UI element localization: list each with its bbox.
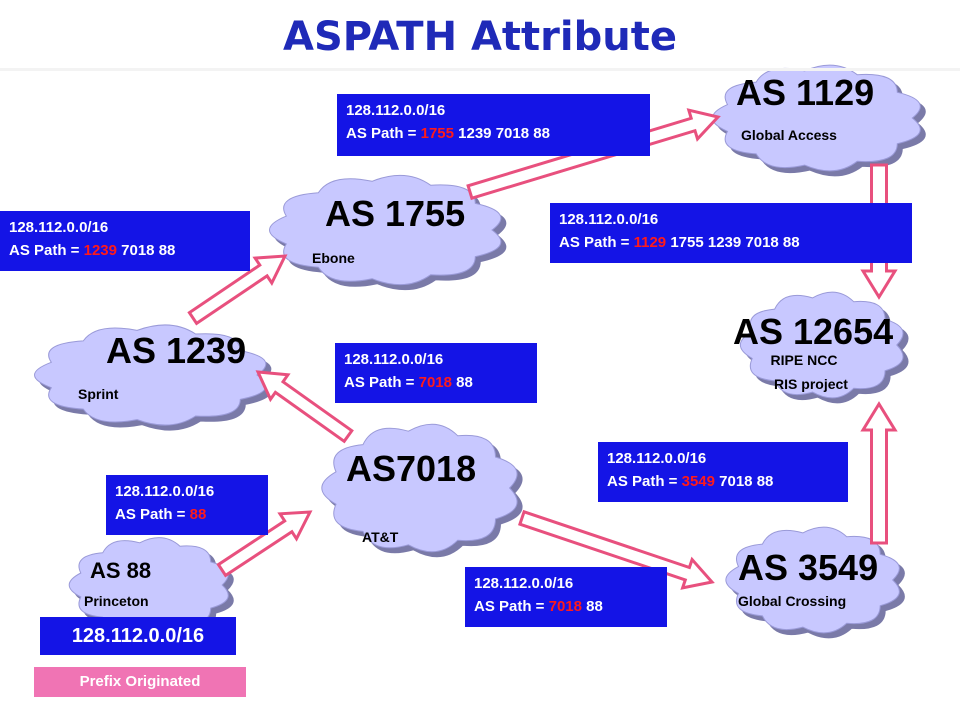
arrow-1239-to-1755 bbox=[187, 254, 288, 326]
as12654-org-line1: RIPE NCC bbox=[770, 352, 838, 368]
as12654-name: AS 12654 bbox=[733, 311, 894, 352]
announcement-3549-to-12654: 128.112.0.0/16 AS Path = 3549 7018 88 bbox=[598, 442, 848, 502]
cloud-as12654 bbox=[739, 291, 904, 399]
as1129-org: Global Access bbox=[741, 127, 837, 143]
announcement-path: AS Path = 1755 1239 7018 88 bbox=[346, 122, 641, 145]
path-new-as: 1755 bbox=[420, 125, 454, 142]
cloud-as3549 bbox=[725, 526, 900, 634]
as88-name: AS 88 bbox=[90, 558, 152, 583]
path-rest: 7018 88 bbox=[116, 242, 176, 259]
title-divider bbox=[0, 68, 960, 71]
announcement-path: AS Path = 3549 7018 88 bbox=[607, 470, 839, 493]
as88-org: Princeton bbox=[84, 593, 149, 609]
announcement-7018-to-1239: 128.112.0.0/16 AS Path = 7018 88 bbox=[335, 343, 537, 403]
announcement-88-to-7018: 128.112.0.0/16 AS Path = 88 bbox=[106, 475, 268, 535]
announcement-path: AS Path = 7018 88 bbox=[474, 595, 658, 618]
arrow-7018-to-1239 bbox=[255, 370, 354, 444]
announcement-prefix: 128.112.0.0/16 bbox=[115, 483, 215, 500]
as7018-org: AT&T bbox=[362, 529, 399, 545]
as1239-org: Sprint bbox=[78, 386, 119, 402]
announcement-prefix: 128.112.0.0/16 bbox=[9, 219, 109, 236]
path-rest: 88 bbox=[581, 598, 603, 615]
arrow-88-to-7018 bbox=[216, 510, 313, 578]
path-rest: 1755 1239 7018 88 bbox=[666, 234, 800, 251]
path-label: AS Path = bbox=[346, 125, 421, 142]
announcement-prefix: 128.112.0.0/16 bbox=[346, 102, 446, 119]
as1239-name: AS 1239 bbox=[106, 330, 247, 371]
as1755-org: Ebone bbox=[312, 250, 355, 266]
arrow-3549-to-12654 bbox=[860, 401, 898, 545]
origin-prefix: 128.112.0.0/16 bbox=[40, 617, 236, 655]
path-new-as: 7018 bbox=[548, 598, 582, 615]
announcement-prefix: 128.112.0.0/16 bbox=[474, 575, 574, 592]
path-new-as: 7018 bbox=[418, 374, 452, 391]
announcement-1129-to-12654: 128.112.0.0/16 AS Path = 1129 1755 1239 … bbox=[550, 203, 912, 263]
announcement-7018-to-3549: 128.112.0.0/16 AS Path = 7018 88 bbox=[465, 567, 667, 627]
path-label: AS Path = bbox=[474, 598, 549, 615]
page-title: ASPATH Attribute bbox=[283, 14, 677, 60]
path-label: AS Path = bbox=[9, 242, 84, 259]
announcement-path: AS Path = 7018 88 bbox=[344, 371, 528, 394]
path-label: AS Path = bbox=[115, 506, 190, 523]
path-rest: 7018 88 bbox=[714, 473, 774, 490]
path-new-as: 1239 bbox=[83, 242, 117, 259]
cloud-as7018 bbox=[321, 423, 518, 553]
path-label: AS Path = bbox=[559, 234, 634, 251]
path-new-as: 1129 bbox=[633, 234, 667, 251]
path-rest: 1239 7018 88 bbox=[453, 125, 550, 142]
cloud-as1239 bbox=[34, 324, 267, 426]
cloud-as1755 bbox=[269, 174, 502, 286]
path-label: AS Path = bbox=[344, 374, 419, 391]
announcement-1755-to-1129: 128.112.0.0/16 AS Path = 1755 1239 7018 … bbox=[337, 94, 650, 156]
as3549-name: AS 3549 bbox=[738, 547, 879, 588]
path-new-as: 3549 bbox=[681, 473, 715, 490]
path-label: AS Path = bbox=[607, 473, 682, 490]
as12654-org-line2: RIS project bbox=[774, 376, 848, 392]
as7018-name: AS7018 bbox=[346, 448, 477, 489]
announcement-prefix: 128.112.0.0/16 bbox=[344, 351, 444, 368]
announcement-path: AS Path = 88 bbox=[115, 503, 259, 526]
as3549-org: Global Crossing bbox=[738, 593, 847, 609]
as1129-name: AS 1129 bbox=[736, 72, 875, 113]
announcement-prefix: 128.112.0.0/16 bbox=[559, 211, 659, 228]
announcement-path: AS Path = 1239 7018 88 bbox=[9, 239, 241, 262]
announcement-path: AS Path = 1129 1755 1239 7018 88 bbox=[559, 231, 903, 254]
path-rest: 88 bbox=[451, 374, 473, 391]
as1755-name: AS 1755 bbox=[325, 193, 466, 234]
prefix-originated-tag: Prefix Originated bbox=[34, 667, 246, 697]
announcement-1239-to-1755: 128.112.0.0/16 AS Path = 1239 7018 88 bbox=[0, 211, 250, 271]
path-new-as: 88 bbox=[189, 506, 207, 523]
announcement-prefix: 128.112.0.0/16 bbox=[607, 450, 707, 467]
